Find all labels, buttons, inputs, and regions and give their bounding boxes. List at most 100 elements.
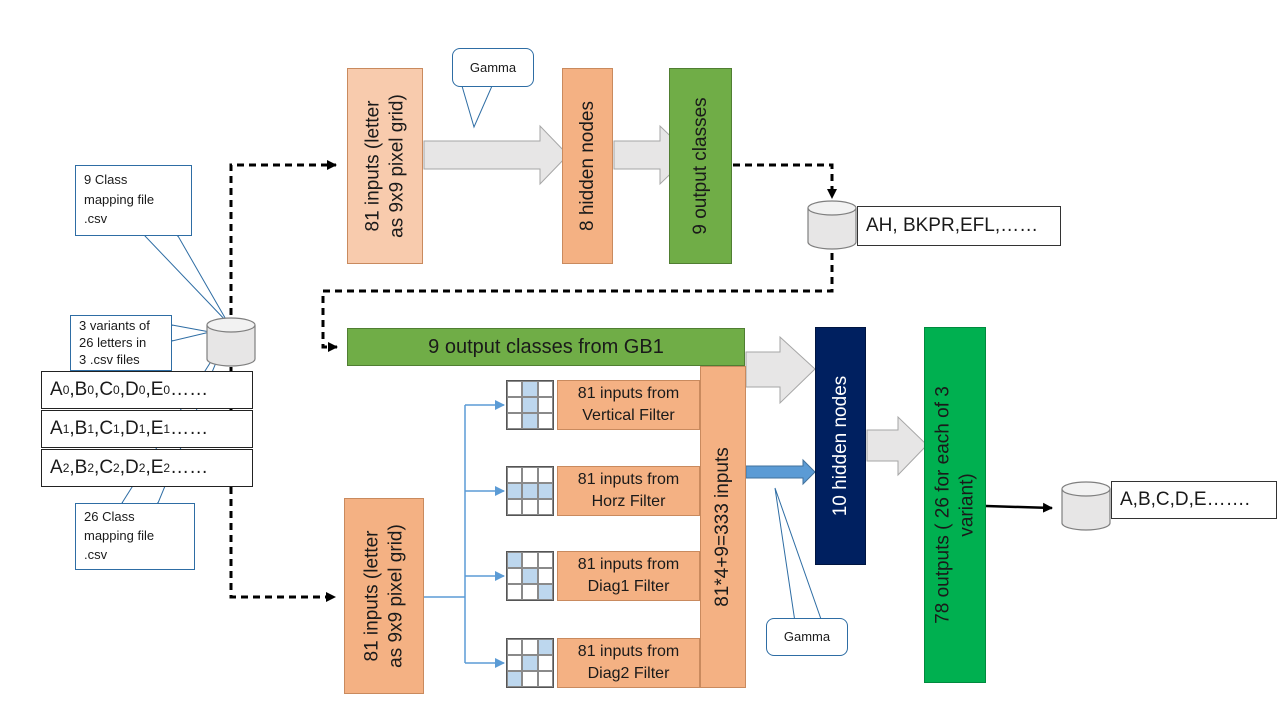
filter-cell: [522, 639, 538, 655]
letter-glyph: B: [74, 379, 88, 400]
stage1-output-label: 9 output classes: [689, 97, 711, 235]
stage2-input-label: 81 inputs (letter: [361, 530, 383, 662]
letter-variant-index: 2: [62, 461, 70, 475]
letter-variant-index: 0: [138, 383, 146, 397]
letter-separator: ,: [119, 379, 126, 400]
stage1-input-label: as 9x9 pixel grid): [386, 94, 407, 238]
letter-separator: ,: [119, 418, 126, 439]
database-icon-stage2-result: [1061, 481, 1111, 531]
filter-cell-active: [522, 413, 538, 429]
letter-variant-index: 1: [87, 422, 95, 436]
filter-cell: [507, 639, 523, 655]
filter-cell: [522, 671, 538, 687]
stage2-result-text: A,B,C,D,E…….: [1120, 489, 1250, 510]
filter-cell-active: [507, 552, 523, 568]
filter-label: 81 inputs from: [577, 556, 680, 574]
dashed-flow-to-gb1-bar: [321, 253, 834, 352]
letter-variant-index: 0: [113, 383, 120, 397]
vertical-filter-grid-icon: [506, 380, 554, 430]
filter-cell: [522, 552, 538, 568]
letter-glyph: D: [125, 457, 139, 478]
callout-text: mapping file: [84, 527, 155, 543]
callout-text: 3 .csv files: [79, 351, 140, 367]
callout-tail-variants: [171, 324, 211, 342]
callout-text: 26 Class: [84, 509, 135, 524]
stage1-input-label: 81 inputs (letter: [362, 100, 384, 232]
filter-cell: [507, 397, 523, 413]
filter-cell-active: [537, 639, 553, 655]
dashed-flow-to-stage1: [229, 160, 337, 327]
callout-gamma-top: Gamma: [452, 48, 534, 87]
filter-cell: [507, 655, 523, 671]
letter-variant-index: 1: [163, 422, 171, 436]
stage2-output-layer: 78 outputs ( 26 for each of 3 variant): [924, 327, 986, 683]
letter-glyph: D: [125, 418, 139, 439]
stage1-result-text: AH, BKPR,EFL,……: [866, 215, 1039, 236]
letter-glyph: C: [99, 418, 114, 439]
letter-separator: ,: [94, 418, 100, 439]
letter-separator: ……: [170, 379, 209, 400]
filter-label: 81 inputs from: [577, 471, 680, 489]
callout-text: 9 Class: [84, 172, 128, 187]
filter-box-horz: 81 inputs from Horz Filter: [557, 466, 700, 516]
letter-variant-index: 1: [138, 422, 146, 436]
callout-text: 26 letters in: [79, 334, 147, 350]
callout-text: Gamma: [469, 59, 517, 75]
letter-separator: ,: [69, 457, 75, 478]
callout-gamma-bottom: Gamma: [766, 618, 848, 656]
callout-text: 3 variants of: [79, 318, 150, 333]
stage2-result-box: A,B,C,D,E…….: [1111, 481, 1277, 519]
callout-text: Gamma: [783, 629, 831, 645]
dashed-flow-to-result1: [733, 163, 837, 199]
letter-separator: ,: [119, 457, 126, 478]
filter-cell: [507, 467, 523, 483]
filter-label: Vertical Filter: [582, 407, 675, 424]
filter-cell: [522, 467, 538, 483]
filter-cell-active: [507, 671, 523, 687]
stage1-hidden-label: 8 hidden nodes: [576, 101, 598, 231]
stage2-hidden-label: 10 hidden nodes: [829, 375, 851, 517]
callout-text: mapping file: [84, 191, 155, 207]
filter-cell: [537, 413, 553, 429]
letter-variant-index: 0: [163, 383, 171, 397]
letter-variant-index: 1: [62, 422, 70, 436]
letter-glyph: D: [125, 379, 139, 400]
letter-variant-index: 2: [138, 461, 146, 475]
letter-variant-index: 0: [62, 383, 70, 397]
filter-cell: [537, 467, 553, 483]
block-arrow-hidden10-to-outputs78: [866, 415, 928, 477]
letter-separator: ,: [94, 457, 100, 478]
letter-separator: ,: [145, 379, 151, 400]
horz-filter-grid-icon: [506, 466, 554, 516]
filter-cell-active: [507, 483, 523, 499]
letter-separator: ……: [170, 418, 209, 439]
solid-flow-to-result2: [985, 502, 1053, 513]
database-icon-stage1-result: [807, 200, 857, 250]
stage2-output-label: 78 outputs ( 26 for each of 3: [932, 386, 954, 624]
filter-cell: [537, 499, 553, 515]
combined-inputs-label: 81*4+9=333 inputs: [712, 447, 734, 607]
stage2-output-label: variant): [956, 473, 977, 537]
letter-separator: ,: [94, 379, 100, 400]
stage1-input-layer: 81 inputs (letter as 9x9 pixel grid): [347, 68, 423, 264]
letter-glyph: C: [99, 457, 114, 478]
block-arrow-gb1-to-hidden10: [745, 335, 816, 405]
stage2-hidden-layer: 10 hidden nodes: [815, 327, 866, 565]
filter-cell-active: [522, 397, 538, 413]
filter-label: Horz Filter: [591, 493, 666, 510]
filter-cell: [537, 655, 553, 671]
callout-tail-class9: [143, 235, 229, 324]
letter-separator: ,: [145, 418, 151, 439]
database-icon-source: [206, 317, 256, 367]
filter-cell-active: [522, 568, 538, 584]
letter-glyph: E: [150, 457, 164, 478]
stage1-result-box: AH, BKPR,EFL,……: [857, 206, 1061, 246]
filter-box-diag2: 81 inputs from Diag2 Filter: [557, 638, 700, 688]
filter-label: Diag1 Filter: [587, 578, 670, 595]
filter-cell: [537, 552, 553, 568]
callout-class9-mapping: 9 Class mapping file .csv: [75, 165, 192, 236]
letter-variant-index: 2: [113, 461, 120, 475]
